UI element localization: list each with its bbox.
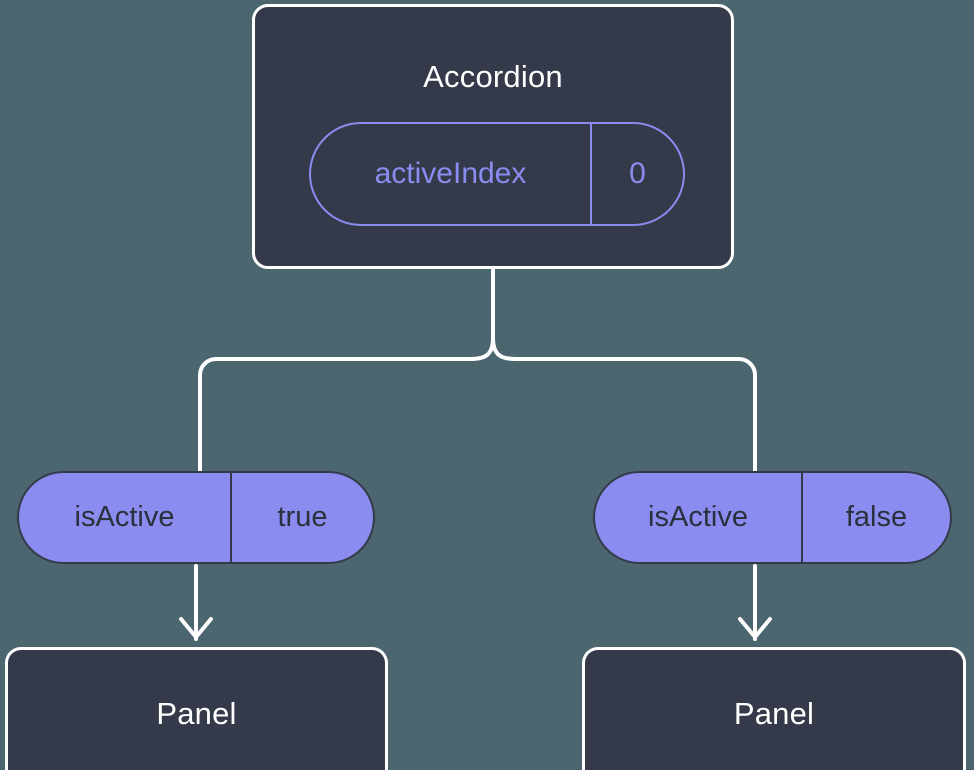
state-pill-value: 0 bbox=[629, 157, 646, 190]
accordion-node-label: Accordion bbox=[423, 59, 563, 94]
prop-pill-right-value: false bbox=[845, 501, 908, 533]
component-node-accordion[interactable]: Accordion activeIndex 0 bbox=[252, 4, 734, 269]
prop-pill-left-key: isActive bbox=[19, 473, 232, 562]
prop-pill-right-key: isActive bbox=[595, 473, 803, 562]
connector-trunk-mirror bbox=[468, 336, 495, 361]
prop-pill-is-active-false[interactable]: isActive false bbox=[593, 471, 952, 564]
connector-branch-left bbox=[198, 357, 472, 475]
component-node-panel-left[interactable]: Panel bbox=[5, 647, 388, 770]
connector-trunk bbox=[491, 267, 518, 361]
state-pill-key: activeIndex bbox=[311, 124, 592, 224]
panel-right-label: Panel bbox=[733, 696, 815, 731]
prop-pill-is-active-true[interactable]: isActive true bbox=[17, 471, 375, 564]
arrow-left-head bbox=[179, 617, 213, 639]
panel-left-label: Panel bbox=[156, 696, 237, 731]
component-node-panel-right[interactable]: Panel bbox=[582, 647, 966, 770]
connector-branch-right bbox=[514, 357, 757, 475]
prop-pill-left-value: true bbox=[277, 501, 328, 533]
arrow-right-head bbox=[738, 617, 772, 639]
state-pill-active-index[interactable]: activeIndex 0 bbox=[309, 122, 685, 226]
